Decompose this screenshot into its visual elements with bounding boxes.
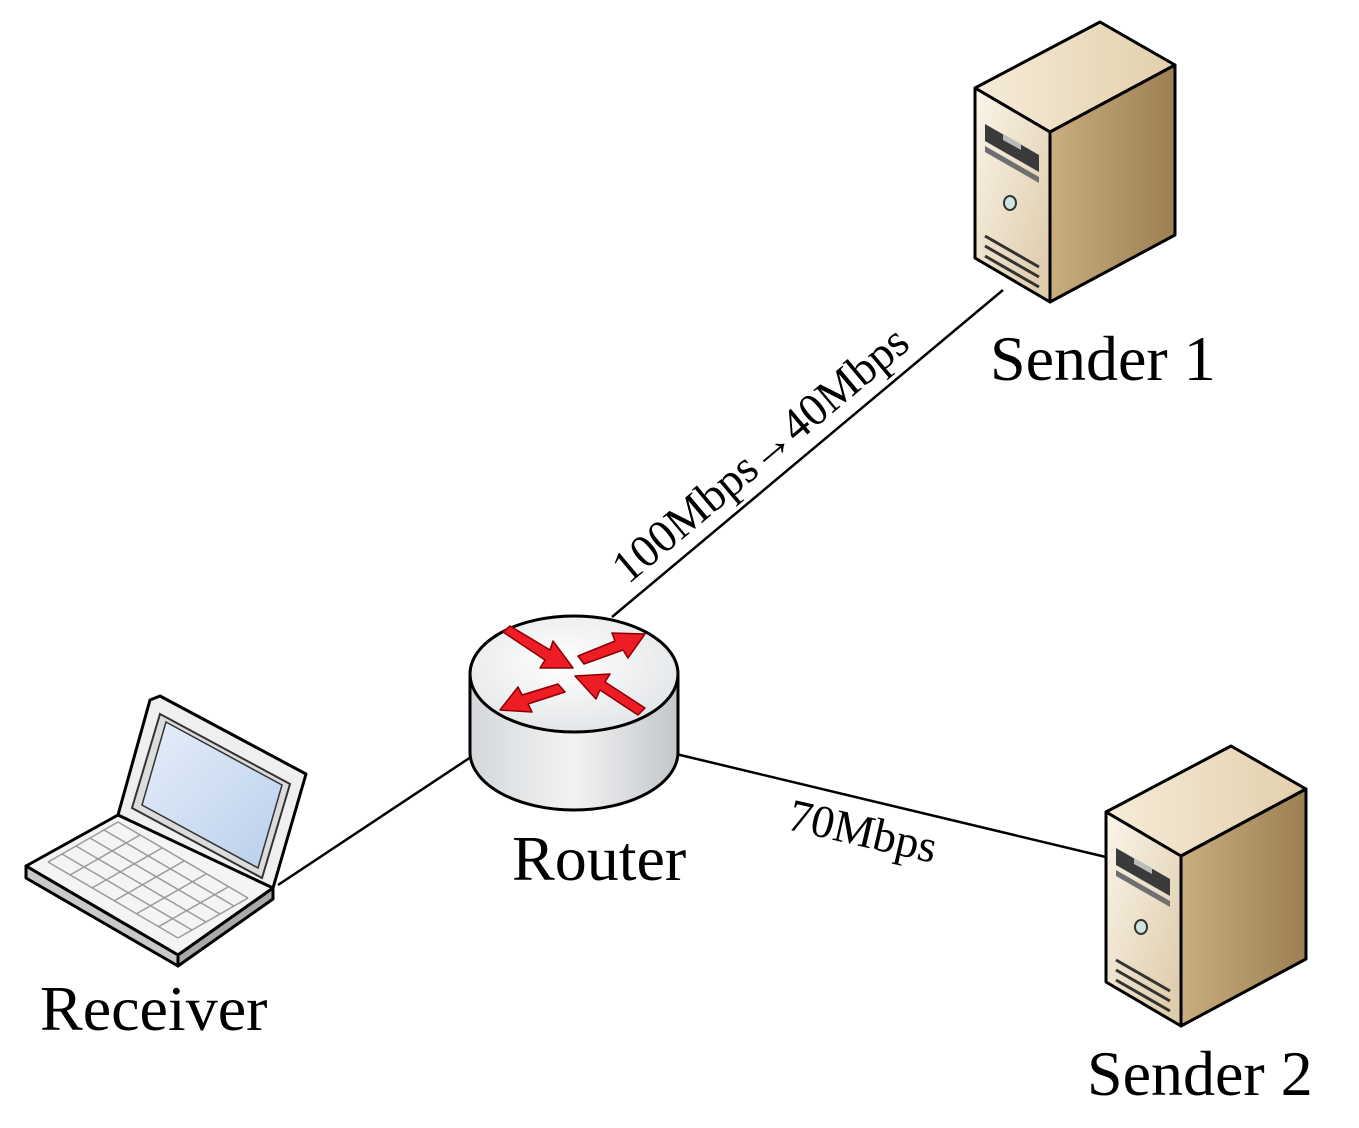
- link-label-router-sender1: 100Mbps→40Mbps: [602, 315, 919, 592]
- link-label-router-sender2: 70Mbps: [784, 789, 942, 873]
- node-label-sender2: Sender 2: [1087, 1038, 1313, 1109]
- server-icon: [1104, 744, 1308, 1028]
- node-label-sender1: Sender 1: [990, 323, 1216, 394]
- node-label-router: Router: [512, 823, 686, 894]
- link-router-sender1: [611, 289, 1004, 618]
- link-receiver-router: [277, 753, 475, 887]
- laptop-icon: [24, 694, 308, 968]
- server-icon: [973, 20, 1177, 304]
- link-router-sender2: [675, 752, 1111, 860]
- router-icon: [468, 614, 680, 812]
- node-label-receiver: Receiver: [40, 973, 267, 1044]
